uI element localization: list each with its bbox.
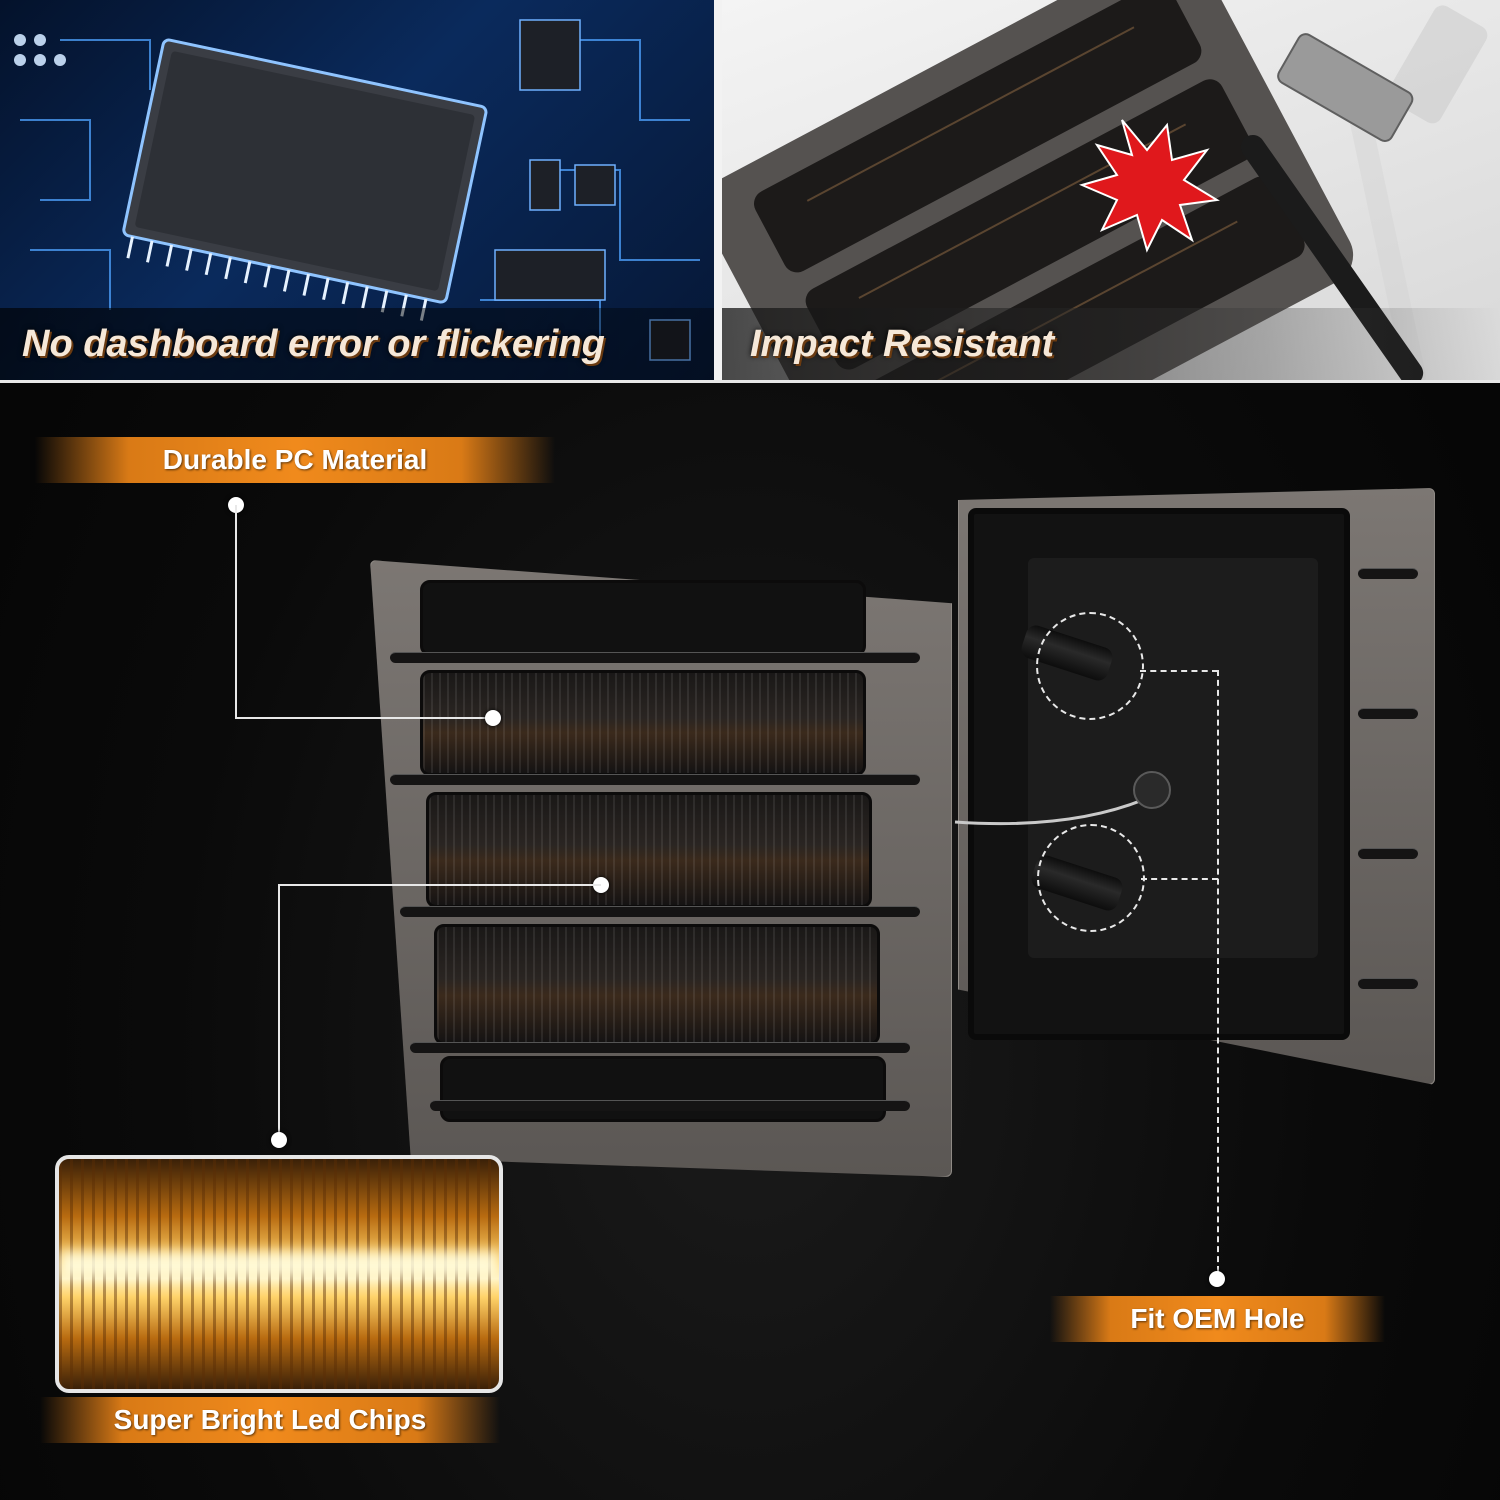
dashed-leader — [1141, 878, 1218, 880]
lens-fin — [430, 1100, 910, 1111]
dashed-leader — [1217, 670, 1219, 1272]
lens-fin — [410, 1042, 910, 1053]
side-clip — [1358, 568, 1418, 579]
no-flicker-caption: No dashboard error or flickering — [22, 322, 605, 365]
callout-pc-material: Durable PC Material — [35, 437, 555, 483]
oem-hole-highlight-bottom — [1037, 824, 1145, 932]
callout-oem-hole: Fit OEM Hole — [1050, 1296, 1385, 1342]
callout-led-chips: Super Bright Led Chips — [40, 1397, 500, 1443]
panel-caption-bar: Impact Resistant — [722, 308, 1500, 380]
callout-pc-material-text: Durable PC Material — [162, 444, 428, 475]
circuit-board-panel: No dashboard error or flickering — [0, 0, 714, 380]
side-clip — [1358, 978, 1418, 989]
leader-line — [235, 717, 493, 719]
impact-resistant-caption: Impact Resistant — [750, 322, 1055, 365]
panel-caption-bar: No dashboard error or flickering — [0, 308, 714, 380]
led-hot-strip — [59, 1251, 499, 1277]
leader-line — [235, 505, 237, 718]
leader-line — [278, 884, 280, 1140]
lens-fin — [390, 774, 920, 785]
callout-dot — [1209, 1271, 1225, 1287]
callout-dot — [593, 877, 609, 893]
dashed-leader — [1140, 670, 1218, 672]
middle-lens-segment — [426, 792, 872, 908]
leader-line — [278, 884, 601, 886]
oem-hole-highlight-top — [1036, 612, 1144, 720]
marker-front-view — [370, 560, 952, 1177]
callout-led-chips-text: Super Bright Led Chips — [113, 1404, 427, 1435]
impact-panel: Impact Resistant — [722, 0, 1500, 380]
panel-divider — [714, 0, 722, 382]
side-clip — [1358, 848, 1418, 859]
impact-burst-icon — [1079, 119, 1220, 253]
bottom-lens-segment — [440, 1056, 886, 1122]
top-lens-segment — [420, 580, 866, 656]
lens-fin — [390, 652, 920, 663]
circuit-chip-icon — [14, 19, 700, 361]
led-glow-closeup — [55, 1155, 503, 1393]
lower-lens-segment — [434, 924, 880, 1045]
lens-fin — [400, 906, 920, 917]
callout-dot — [271, 1132, 287, 1148]
side-clip — [1358, 708, 1418, 719]
section-divider — [0, 380, 1500, 383]
callout-dot — [485, 710, 501, 726]
callout-oem-hole-text: Fit OEM Hole — [1130, 1303, 1305, 1334]
marker-back-view — [958, 488, 1435, 1085]
